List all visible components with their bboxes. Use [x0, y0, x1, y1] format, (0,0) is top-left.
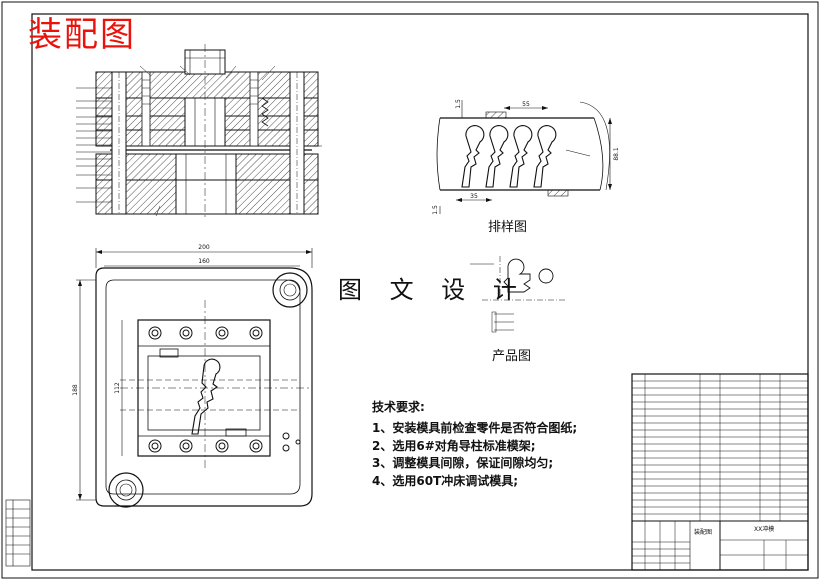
requirement-item: 4、选用60T冲床调试模具; — [372, 473, 519, 488]
dim-plan-height-inner: 112 — [114, 382, 121, 394]
layout-view-label: 排样图 — [488, 220, 528, 235]
watermark-text: 图 文 设 计 — [338, 276, 527, 304]
assembly-section-view — [76, 44, 322, 220]
dim-strip-height: 88.1 — [613, 147, 620, 161]
title-block-grid — [631, 373, 809, 571]
product-view-label: 产品图 — [492, 349, 532, 364]
plan-view — [76, 248, 313, 508]
product-view — [470, 256, 566, 333]
dim-strip-left-top: 1.5 — [455, 99, 462, 109]
requirements-list: 1、安装模具前检查零件是否符合图纸; 2、选用6#对角导柱标准模架; 3、调整模… — [372, 420, 577, 490]
requirement-item: 2、选用6#对角导柱标准模架; — [372, 438, 536, 453]
inner-frame — [31, 13, 809, 571]
dim-plan-height: 188 — [72, 384, 79, 396]
dim-strip-left-bottom: 1.5 — [432, 205, 439, 215]
requirement-item: 3、调整模具间隙，保证间隙均匀; — [372, 456, 554, 470]
strip-layout-view — [436, 100, 612, 214]
dim-plan-width-outer: 200 — [198, 244, 210, 251]
requirements-title: 技术要求: — [372, 400, 425, 414]
left-margin-table — [5, 499, 31, 567]
dim-strip-bottom: 35 — [470, 193, 478, 200]
dim-strip-top: 55 — [522, 101, 530, 108]
title-block-drawing-name: 装配图 — [694, 529, 713, 536]
drawing-title: 装配图 — [28, 15, 136, 55]
requirement-item: 1、安装模具前检查零件是否符合图纸; — [372, 421, 578, 435]
title-block-part-name: XX冲模 — [754, 526, 775, 533]
dim-plan-width-inner: 160 — [198, 258, 210, 265]
